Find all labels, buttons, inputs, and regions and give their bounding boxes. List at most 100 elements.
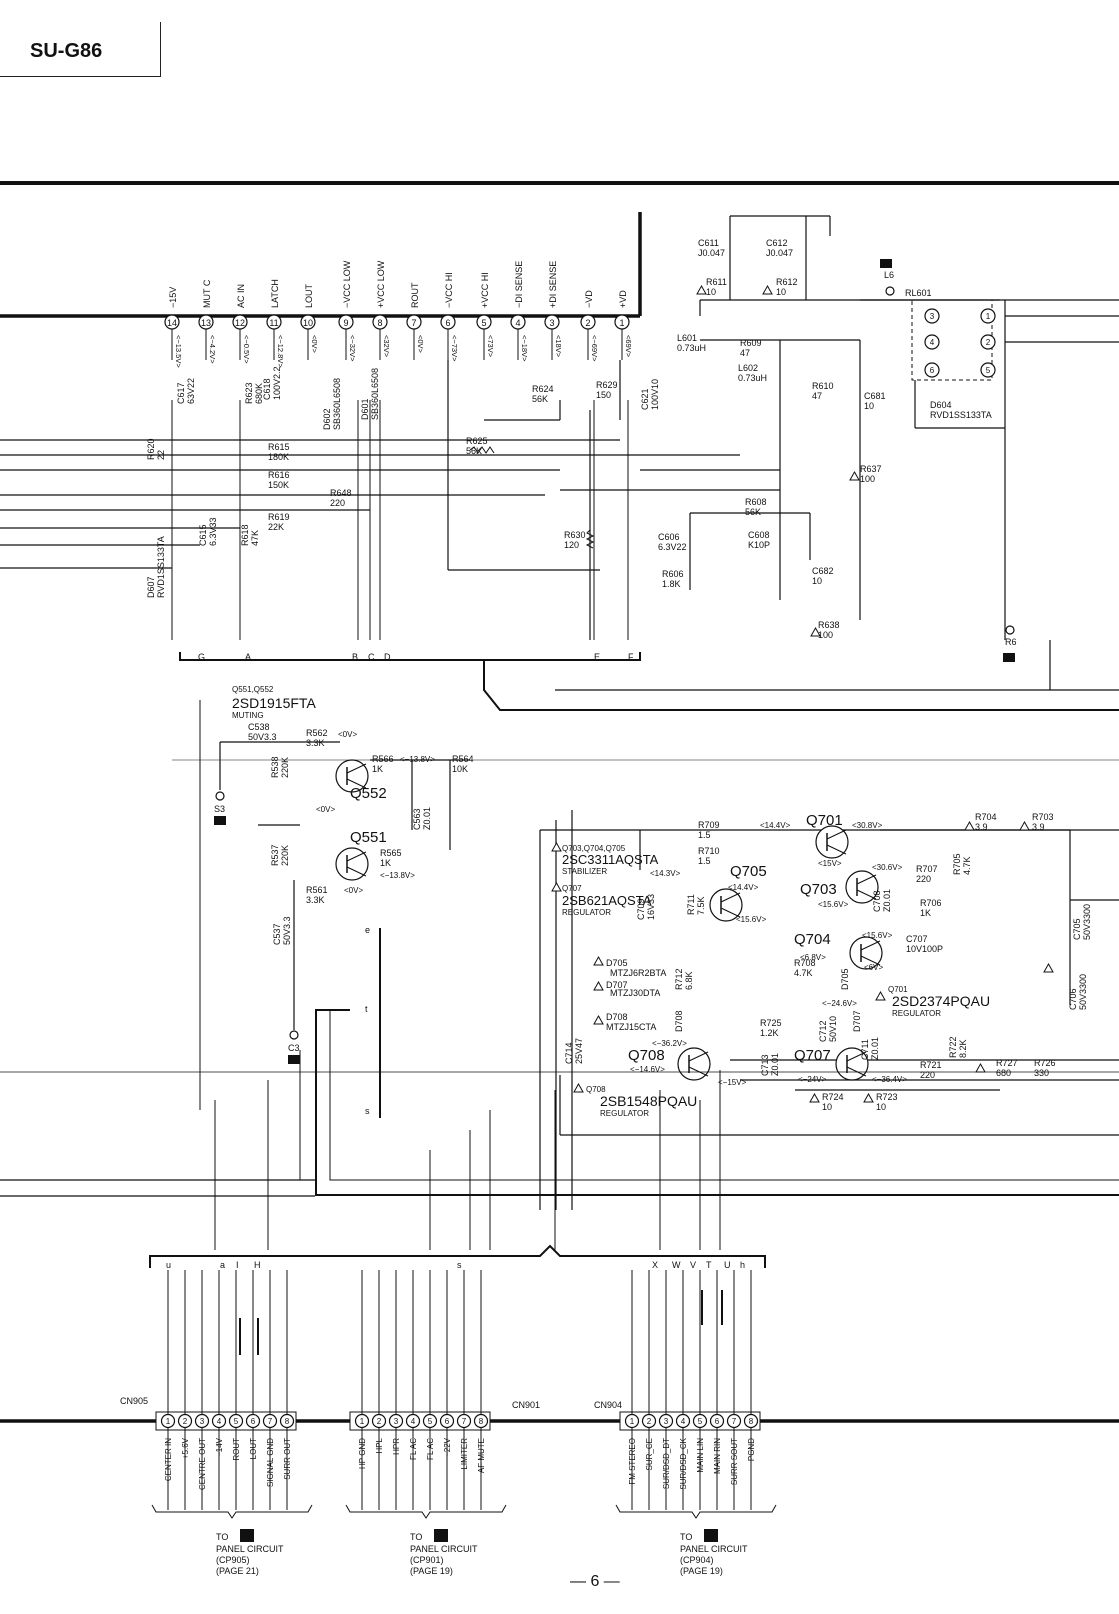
part-label-d601: D601	[360, 398, 370, 420]
part-label-r705: R705	[952, 853, 962, 875]
part-label-c606: C606	[658, 532, 680, 542]
pin-voltage: <69V>	[624, 335, 633, 358]
connector-pin-number: 1	[630, 1417, 635, 1426]
pin-label: +DI SENSE	[548, 261, 558, 308]
pin-number: 6	[445, 318, 450, 328]
part-label-r722: R722	[948, 1036, 958, 1058]
connector-to: TO	[216, 1532, 228, 1542]
connector-pin-number: 4	[217, 1417, 222, 1426]
connector-circuit: PANEL CIRCUIT	[410, 1544, 478, 1554]
transistor-label-q708: Q708	[628, 1047, 665, 1064]
connector-pin	[279, 1413, 295, 1429]
connector-pin-label: PGND	[747, 1438, 756, 1461]
connector-to: TO	[410, 1532, 422, 1542]
part-label-r620: R620	[146, 438, 156, 460]
warning-icon	[964, 820, 975, 831]
connector-ref: (CP904)	[680, 1555, 714, 1565]
part-label-c563: Z0.01	[422, 807, 432, 830]
part-label-c709: 16V33	[646, 894, 656, 920]
pin-label: +VCC HI	[480, 272, 490, 308]
pin-number: 2	[585, 318, 590, 328]
pin-voltage: <32V>	[382, 335, 391, 358]
connector-pin-label: FL AC	[409, 1438, 418, 1460]
test-point-icon	[1003, 653, 1015, 662]
part-label-r637: R637	[860, 464, 882, 474]
part-label-r724: R724	[822, 1092, 844, 1102]
part-label-c711: Z0.01	[870, 1037, 880, 1060]
note-q551_role: MUTING	[232, 711, 264, 720]
part-label-l6: L6	[884, 270, 894, 280]
part-label-c608: K10P	[748, 540, 770, 550]
test-point	[1005, 625, 1015, 635]
part-label-l602: L602	[738, 363, 758, 373]
part-label-r709: R709	[698, 820, 720, 830]
connector-ref: (CP901)	[410, 1555, 444, 1565]
part-label-r538: R538	[270, 756, 280, 778]
note-d708_name: D708	[606, 1012, 628, 1022]
part-label-r608: 56K	[745, 507, 761, 517]
part-label-d607: RVD1SS133TA	[156, 536, 166, 598]
part-label-r606: 1.8K	[662, 579, 681, 589]
connector-pin-number: 3	[394, 1417, 399, 1426]
pin-number: 4	[515, 318, 520, 328]
pin-voltage: <0V>	[310, 335, 319, 354]
part-label-l601: 0.73uH	[677, 343, 706, 353]
voltage-v362: <−36.2V>	[652, 1039, 687, 1048]
part-label-d707: D707	[852, 1010, 862, 1032]
connector-pin	[473, 1413, 489, 1429]
part-label-r711: R711	[686, 894, 696, 915]
transistor-symbol	[845, 870, 879, 904]
relay-pin	[980, 308, 996, 324]
part-label-r619: 22K	[268, 522, 284, 532]
connector-bracket	[615, 1504, 777, 1519]
part-label-c712: C712	[818, 1020, 828, 1042]
resistor-symbol	[585, 529, 595, 549]
connector-pin	[439, 1413, 455, 1429]
connector-pin-label: SUR/DSD_DT	[662, 1438, 671, 1489]
part-label-r707: 220	[916, 874, 931, 884]
part-label-d602: D602	[322, 408, 332, 430]
part-label-c621: 100V10	[650, 379, 660, 410]
part-label-r624: 56K	[532, 394, 548, 404]
relay-pin-number: 3	[930, 312, 935, 321]
connector-pin-label: SURR OUT	[283, 1438, 292, 1480]
pin-voltage: <−69V>	[590, 335, 599, 362]
note-q703_role: STABILIZER	[562, 867, 607, 876]
part-label-c712: 50V10	[828, 1016, 838, 1042]
connector-pin-number: 4	[681, 1417, 686, 1426]
connector-page: (PAGE 19)	[680, 1566, 723, 1576]
part-label-r565: 1K	[380, 858, 391, 868]
connector-pin-number: 6	[715, 1417, 720, 1426]
part-label-c612: J0.047	[766, 248, 793, 258]
part-label-r638: R638	[818, 620, 840, 630]
transistor-emitter	[346, 778, 367, 789]
connector-bracket	[345, 1504, 507, 1519]
transistor-collector	[846, 1051, 867, 1062]
part-label-r620: 22	[156, 450, 166, 460]
part-label-r537: 220K	[280, 845, 290, 866]
part-label-r630: R630	[564, 530, 586, 540]
voltage-v156: <15.6V>	[818, 900, 849, 909]
part-label-r648: 220	[330, 498, 345, 508]
transistor-collector	[720, 892, 741, 903]
connector-pin	[371, 1413, 387, 1429]
warning-icon	[1043, 962, 1054, 973]
model-title: SU-G86	[30, 40, 103, 62]
voltage-q562: <0V>	[338, 730, 357, 739]
part-label-r726: R726	[1034, 1058, 1056, 1068]
connector-pin-number: 8	[749, 1417, 754, 1426]
part-label-d604: D604	[930, 400, 952, 410]
part-label-r727: R727	[996, 1058, 1018, 1068]
voltage-v146: <−14.6V>	[630, 1065, 665, 1074]
connector-pin	[675, 1413, 691, 1429]
part-label-r709: 1.5	[698, 830, 711, 840]
connector-pin-number: 5	[698, 1417, 703, 1426]
part-label-r564: R564	[452, 754, 474, 764]
note-d707_name: D707	[606, 980, 628, 990]
pin-voltage: <−4.2V>	[208, 335, 217, 364]
note-q708_role: REGULATOR	[600, 1109, 649, 1118]
part-label-r625: 56K	[466, 446, 482, 456]
connector-pin	[692, 1413, 708, 1429]
warning-icon	[593, 955, 604, 966]
connector-pin-number: 7	[462, 1417, 467, 1426]
